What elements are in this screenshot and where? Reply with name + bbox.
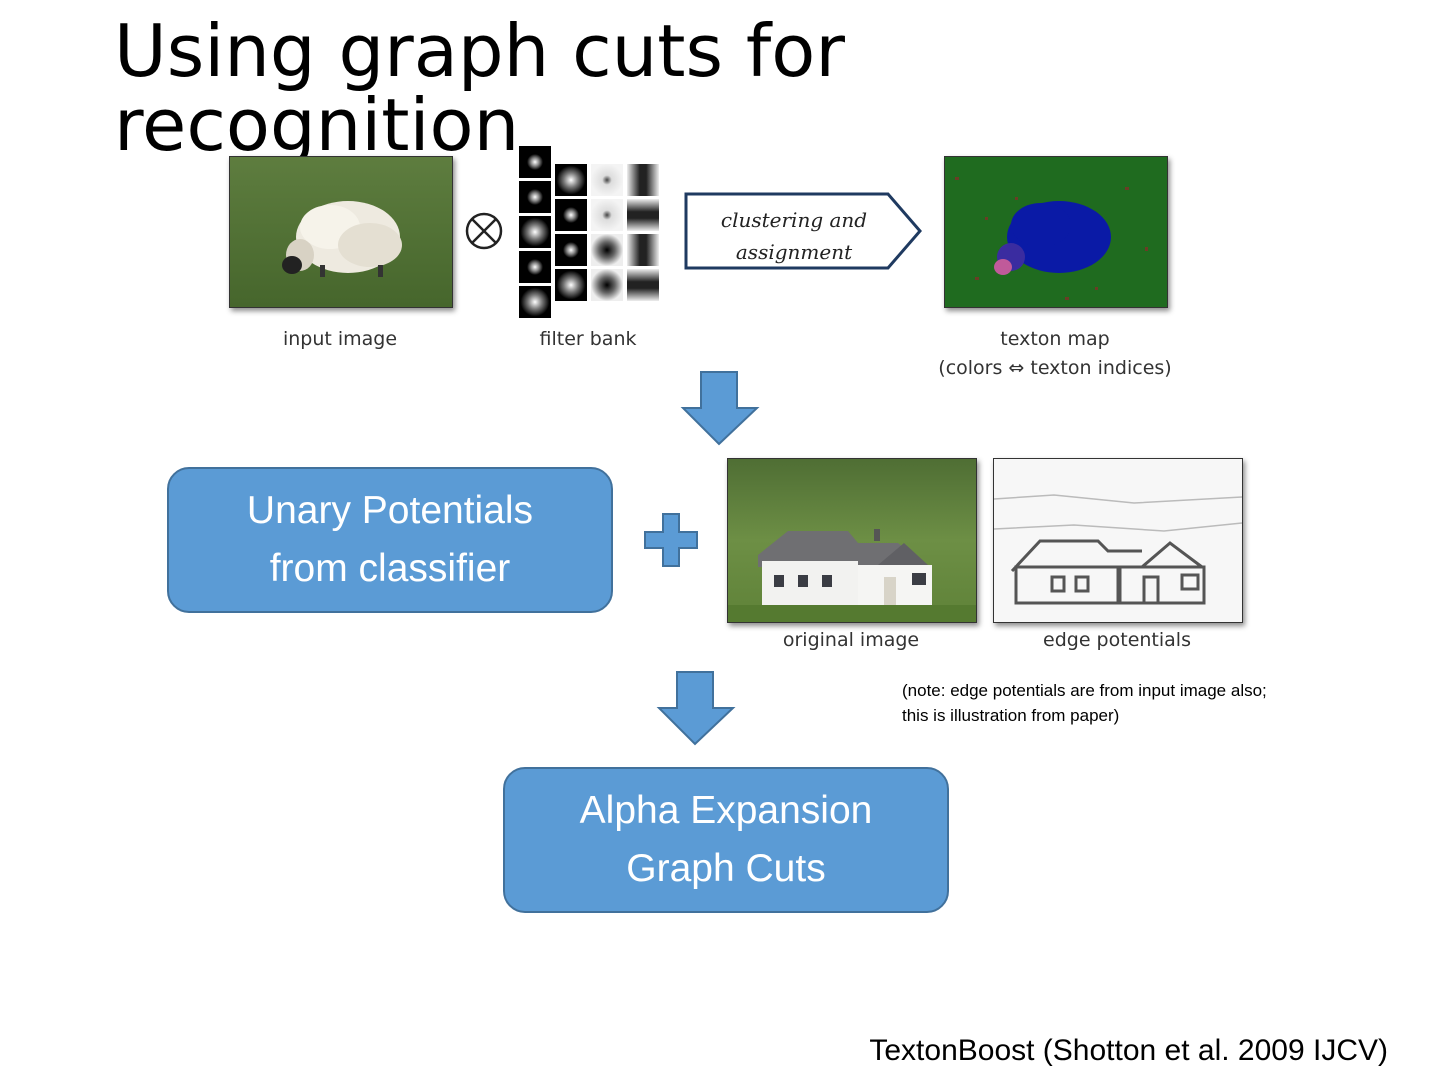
clustering-label-line2: assignment (684, 236, 904, 268)
note-text: (note: edge potentials are from input im… (902, 678, 1267, 728)
filter-bank-caption: filter bank (508, 328, 668, 350)
note-line2: this is illustration from paper) (902, 703, 1267, 728)
edge-potentials-image (993, 458, 1243, 623)
down-arrow-icon (680, 370, 760, 446)
texton-map-caption: texton map (955, 328, 1155, 350)
texton-map-image (944, 156, 1168, 308)
unary-potentials-box: Unary Potentials from classifier (167, 467, 613, 613)
filter-bank (519, 146, 659, 321)
convolution-icon (464, 211, 504, 251)
note-line1: (note: edge potentials are from input im… (902, 678, 1267, 703)
slide-title: Using graph cuts for recognition (114, 14, 1114, 162)
alpha-box-line2: Graph Cuts (505, 840, 947, 898)
unary-box-line2: from classifier (169, 540, 611, 598)
input-image (229, 156, 453, 308)
down-arrow-icon (656, 670, 736, 746)
texton-map-subcaption: (colors ⇔ texton indices) (925, 357, 1185, 379)
unary-box-line1: Unary Potentials (169, 482, 611, 540)
alpha-expansion-box: Alpha Expansion Graph Cuts (503, 767, 949, 913)
plus-icon (643, 512, 699, 568)
clustering-label-line1: clustering and (684, 204, 904, 236)
edge-potentials-caption: edge potentials (1003, 629, 1231, 651)
original-image (727, 458, 977, 623)
original-image-caption: original image (751, 629, 951, 651)
input-image-caption: input image (240, 328, 440, 350)
alpha-box-line1: Alpha Expansion (505, 782, 947, 840)
citation: TextonBoost (Shotton et al. 2009 IJCV) (869, 1034, 1388, 1068)
clustering-assignment-arrow: clustering and assignment (684, 192, 924, 270)
